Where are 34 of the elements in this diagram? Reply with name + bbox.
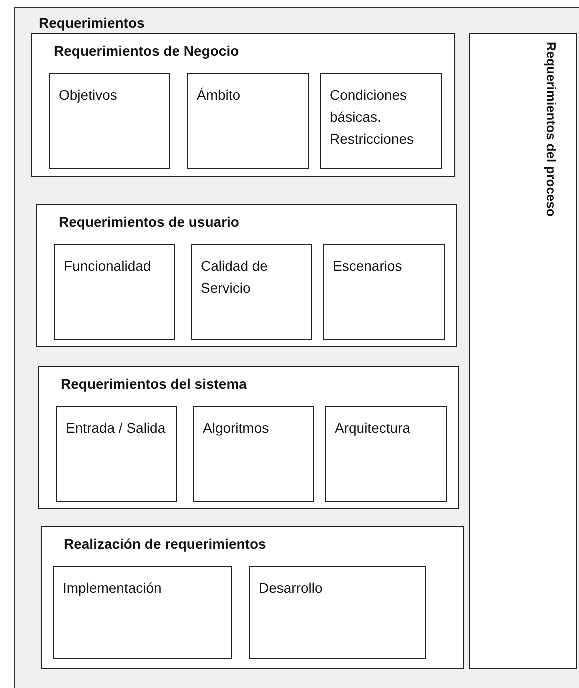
outer-panel (14, 7, 579, 688)
group-title: Requerimientos del sistema (61, 375, 248, 394)
item-box (56, 406, 177, 502)
item-label: Calidad de Servicio (201, 257, 269, 298)
item-label: Desarrollo (259, 579, 324, 598)
group-title: Realización de requerimientos (64, 535, 268, 554)
item-box (191, 244, 312, 340)
item-box (193, 406, 314, 502)
item-box (323, 244, 445, 340)
item-label: Implementación (63, 579, 163, 598)
item-box (49, 73, 170, 169)
item-label: Algoritmos (203, 419, 270, 438)
item-box (187, 73, 309, 169)
group-box (38, 366, 459, 509)
group-title: Requerimientos de Negocio (54, 42, 240, 61)
item-box (249, 566, 426, 659)
section-title: Requerimientos (39, 14, 146, 33)
group-box (41, 526, 464, 669)
side-panel (469, 33, 577, 669)
item-label: Entrada / Salida (66, 419, 167, 438)
group-box (36, 204, 457, 347)
item-box (320, 73, 442, 169)
group-box (31, 33, 455, 177)
item-label: Arquitectura (335, 419, 412, 438)
item-box (53, 566, 232, 659)
item-label: Funcionalidad (64, 257, 152, 276)
item-box (54, 244, 175, 340)
item-label: Escenarios (333, 257, 404, 276)
item-box (325, 406, 447, 502)
group-title: Requerimientos de usuario (59, 213, 240, 232)
item-label: Condiciones básicas. Restricciones (330, 86, 416, 149)
item-label: Objetivos (59, 86, 118, 105)
vertical-title: Requerimientos del proceso (543, 42, 560, 217)
item-label: Ámbito (197, 86, 242, 105)
